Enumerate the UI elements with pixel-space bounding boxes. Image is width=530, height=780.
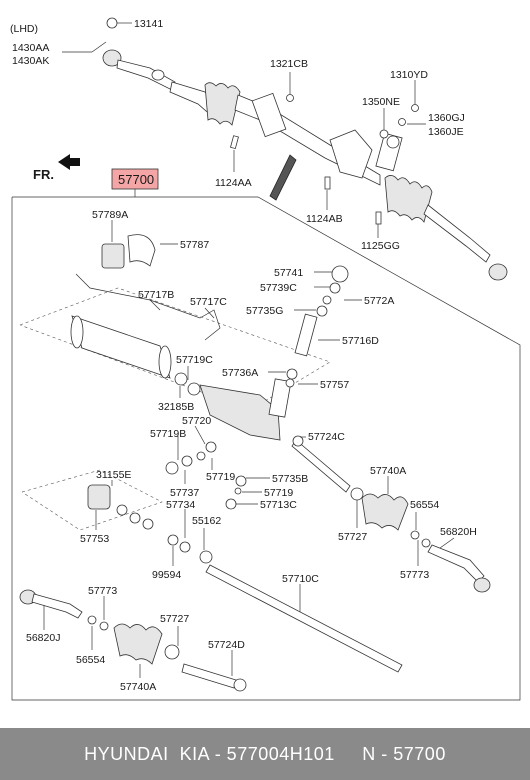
label-1360je: 1360JE (428, 126, 464, 138)
label-57787: 57787 (180, 239, 209, 251)
label-1430ak: 1430AK (12, 55, 49, 67)
overview-rack-assembly (91, 17, 508, 281)
label-57757: 57757 (320, 379, 349, 391)
label-57740a-left: 57740A (120, 681, 156, 693)
label-57789a: 57789A (92, 209, 128, 221)
label-57773-right: 57773 (400, 569, 429, 581)
label-57717c: 57717C (190, 296, 227, 308)
label-57724d: 57724D (208, 639, 245, 651)
label-99594: 99594 (152, 569, 181, 581)
assembly-outline (11, 196, 521, 701)
label-1125gg: 1125GG (361, 240, 400, 252)
label-57719-a: 57719 (206, 471, 235, 483)
label-57734: 57734 (166, 499, 195, 511)
label-55162: 55162 (192, 515, 221, 527)
label-5772a: 5772A (364, 295, 394, 307)
label-56820h: 56820H (440, 526, 477, 538)
label-57719-b: 57719 (264, 487, 293, 499)
label-57740a-right: 57740A (370, 465, 406, 477)
orientation-label: (LHD) (10, 23, 38, 35)
steering-gear-exploded-diagram: (LHD) FR. 57700 (10, 17, 521, 701)
label-31155e: 31155E (96, 469, 131, 481)
label-57753: 57753 (80, 533, 109, 545)
label-57727-right: 57727 (338, 531, 367, 543)
label-57737: 57737 (170, 487, 199, 499)
label-56554-left: 56554 (76, 654, 105, 666)
label-57736a: 57736A (222, 367, 258, 379)
label-13141: 13141 (134, 18, 163, 30)
label-57727-left: 57727 (160, 613, 189, 625)
exploded-components (19, 234, 491, 692)
main-part-number: 57700 (118, 172, 154, 187)
label-56554-right: 56554 (410, 499, 439, 511)
label-1124aa: 1124AA (215, 177, 252, 189)
label-57717b: 57717B (138, 289, 174, 301)
label-57719c: 57719C (176, 354, 213, 366)
footer-part-caption: HYUNDAI KIA - 577004H101 N - 57700 (0, 728, 530, 780)
label-57741: 57741 (274, 267, 303, 279)
front-marker-label: FR. (33, 167, 54, 182)
label-57719b: 57719B (150, 428, 186, 440)
label-1350ne: 1350NE (362, 96, 400, 108)
label-57773-left: 57773 (88, 585, 117, 597)
label-57735b: 57735B (272, 473, 308, 485)
label-57720: 57720 (182, 415, 211, 427)
label-1310yd: 1310YD (390, 69, 428, 81)
label-57716d: 57716D (342, 335, 379, 347)
part-labels: 13141 1430AA 1430AK 1321CB 1310YD 1350NE… (12, 18, 477, 693)
front-arrow-icon (58, 154, 80, 170)
label-57710c: 57710C (282, 573, 319, 585)
label-57724c: 57724C (308, 431, 345, 443)
label-57713c: 57713C (260, 499, 297, 511)
label-1430aa: 1430AA (12, 42, 49, 54)
label-1360gj: 1360GJ (428, 112, 465, 124)
label-57735g: 57735G (246, 305, 283, 317)
label-32185b: 32185B (158, 401, 194, 413)
label-56820j: 56820J (26, 632, 60, 644)
label-1124ab: 1124AB (306, 213, 343, 225)
label-57739c: 57739C (260, 282, 297, 294)
label-1321cb: 1321CB (270, 58, 308, 70)
